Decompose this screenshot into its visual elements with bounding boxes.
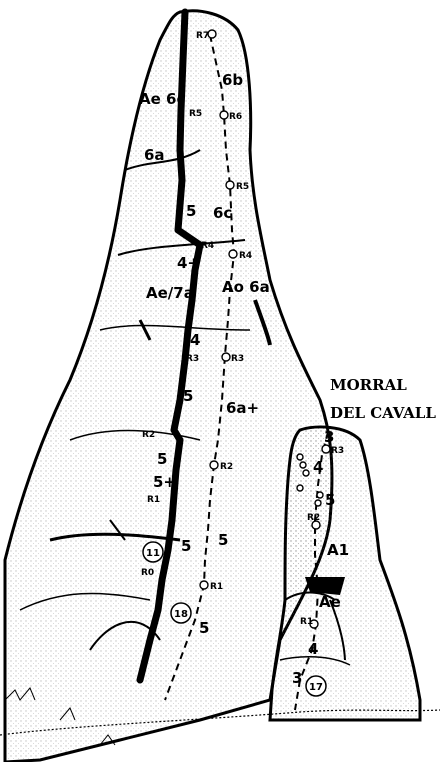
relay-right-3: R1 — [300, 617, 313, 627]
route-18-line — [164, 34, 236, 701]
relay-middle-1: R7 — [196, 31, 209, 41]
relay-middle-5: R3 — [231, 354, 244, 364]
relay-left-4: R2 — [142, 430, 155, 440]
route-number-18: 18 — [174, 609, 188, 620]
route-number-17: 17 — [309, 682, 323, 693]
relay-left-5: R1 — [147, 495, 160, 505]
grade-middle-4: 6a+ — [226, 399, 259, 417]
main-tower — [3, 9, 334, 762]
relay-left-1: R5 — [189, 109, 202, 119]
relay-left-3: R3 — [186, 354, 199, 364]
grade-left-1: Ae 6c — [139, 90, 185, 108]
ground-line — [0, 709, 440, 736]
route-17-line — [294, 431, 329, 711]
grade-middle-3: Ao 6a — [222, 278, 270, 296]
grade-right-4: A1 — [327, 541, 349, 559]
grade-left-10: 5 — [181, 537, 191, 555]
grade-right-7: 3 — [292, 669, 302, 687]
grade-left-7: 5 — [183, 387, 193, 405]
relay-middle-3: R5 — [236, 182, 249, 192]
grade-right-3: 5 — [325, 491, 335, 509]
grade-left-5: Ae/7a — [146, 284, 194, 302]
grade-middle-5: 5 — [218, 531, 228, 549]
grade-right-2: 4 — [313, 458, 323, 476]
relay-left-2: R4 — [201, 241, 214, 251]
grade-left-2: 6a — [144, 146, 165, 164]
grades-middle: 6b 6c Ao 6a 6a+ 5 5 — [199, 71, 270, 637]
grade-middle-2: 6c — [213, 204, 232, 222]
morral-del-cavall-pillar — [268, 425, 422, 722]
route-number-badges: 11 18 17 — [142, 541, 327, 697]
grade-right-1: 3 — [324, 428, 334, 446]
route-11-line — [136, 8, 204, 684]
grade-middle-6: 5 — [199, 619, 209, 637]
title-line-2: DEL CAVALL — [330, 404, 436, 422]
grade-right-6: 4 — [308, 640, 318, 658]
relay-right-1: R3 — [331, 446, 344, 456]
route-number-11: 11 — [146, 548, 160, 559]
grade-left-6: 4 — [190, 331, 200, 349]
grade-left-3: 5 — [186, 202, 196, 220]
relays-left: R5 R4 R3 R2 R1 R0 — [141, 109, 214, 578]
relay-middle-7: R1 — [210, 582, 223, 592]
relay-middle-4: R4 — [239, 251, 252, 261]
grade-left-9: 5+ — [153, 473, 176, 491]
grades-left: Ae 6c 6a 5 4+ Ae/7a 4 5 5 5+ 5 — [139, 90, 200, 555]
relay-middle-2: R6 — [229, 112, 242, 122]
relay-left-6: R0 — [141, 568, 154, 578]
relay-markers — [199, 29, 331, 629]
relays-middle: R7 R6 R5 R4 R3 R2 R1 — [196, 31, 252, 592]
title-line-1: MORRAL — [330, 376, 407, 394]
grades-right: 3 4 5 A1 Ae 4 3 — [292, 428, 349, 687]
grade-right-5: Ae — [319, 593, 341, 611]
grade-middle-1: 6b — [222, 71, 243, 89]
relays-right: R3 R2 R1 — [300, 446, 344, 627]
relay-right-2: R2 — [307, 513, 320, 523]
relay-middle-6: R2 — [220, 462, 233, 472]
grade-left-8: 5 — [157, 450, 167, 468]
grade-left-4: 4+ — [177, 254, 200, 272]
